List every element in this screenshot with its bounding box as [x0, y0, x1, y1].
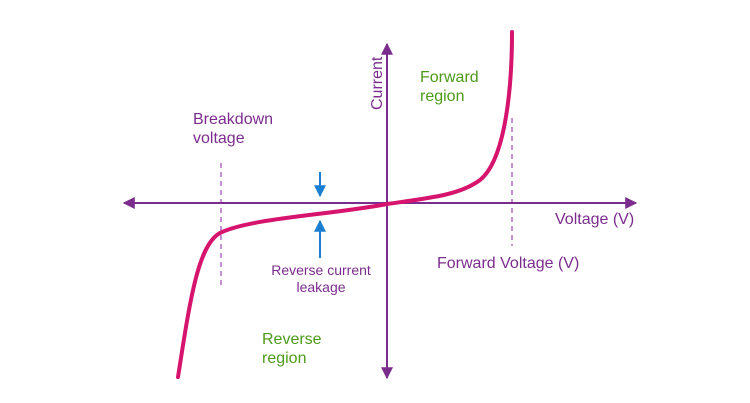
forward-region-label-line1: Forward [420, 69, 479, 86]
forward-voltage-label: Forward Voltage (V) [437, 255, 579, 272]
reverse-region-label-line1: Reverse [262, 331, 322, 348]
reverse-leakage-label-line2: leakage [296, 279, 345, 295]
forward-region-label-line2: region [420, 88, 464, 105]
reverse-region-label-line2: region [262, 350, 306, 367]
breakdown-voltage-label-line2: voltage [193, 130, 245, 147]
y-axis-label: Current [369, 56, 386, 110]
x-axis-label: Voltage (V) [555, 211, 634, 228]
reverse-leakage-label-line1: Reverse current [271, 262, 371, 278]
breakdown-voltage-label-line1: Breakdown [193, 111, 273, 128]
iv-curve [176, 30, 514, 379]
